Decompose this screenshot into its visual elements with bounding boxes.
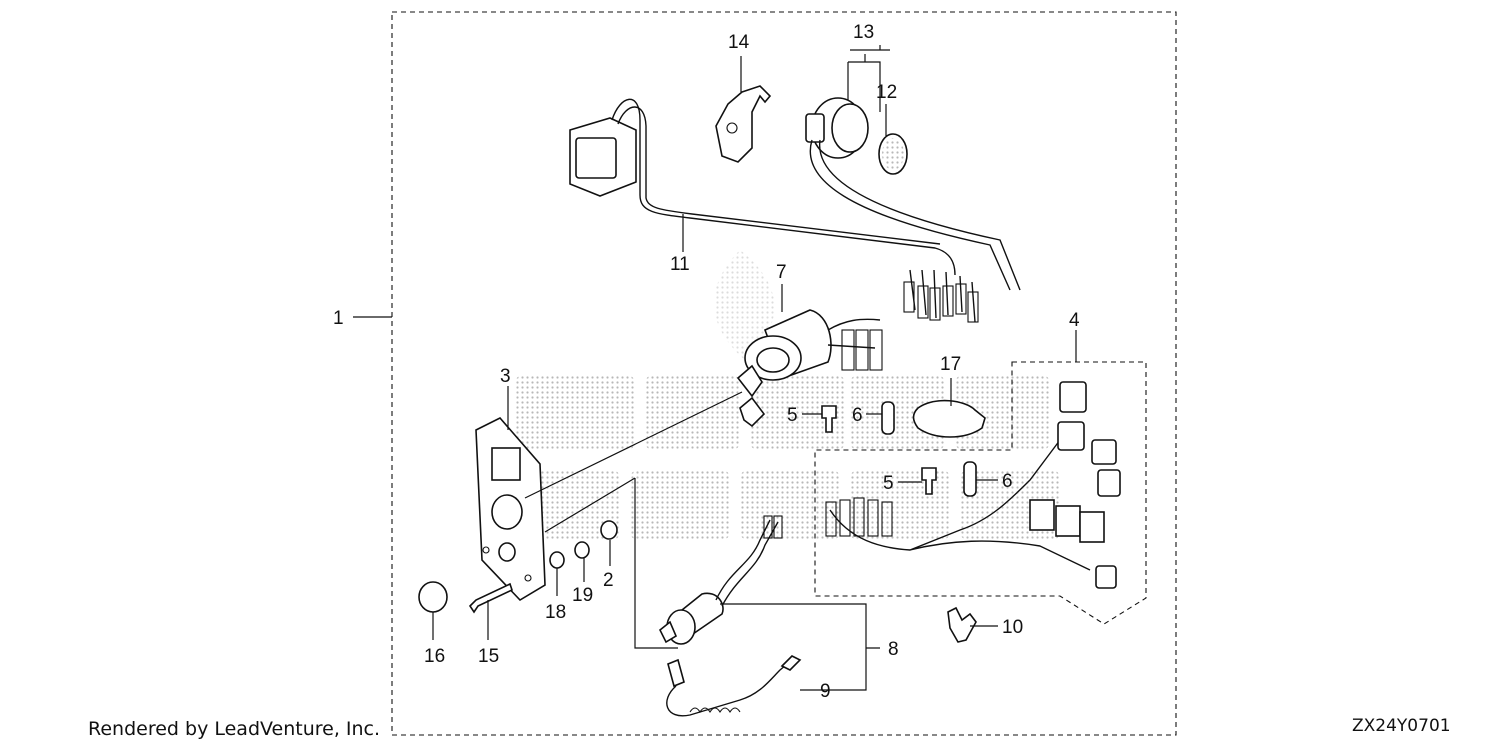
callout-19: 19	[572, 585, 593, 606]
gauge-part	[805, 97, 1021, 291]
callout-labels: 1 14 13 12 11 7 4 17 5 6 5 6 3 2 19 18 1…	[333, 22, 1080, 702]
callout-17: 17	[940, 354, 961, 375]
callout-14: 14	[728, 32, 750, 53]
callout-8: 8	[888, 639, 899, 660]
main-harness-part	[825, 381, 1121, 589]
washer-part-19	[574, 541, 590, 559]
bolt-part-5-upper	[821, 405, 837, 433]
bracket-part	[715, 85, 772, 163]
harness-subbox	[814, 361, 1147, 625]
callout-15: 15	[478, 646, 499, 667]
bolt-part-15	[468, 582, 513, 614]
callout-9: 9	[820, 681, 831, 702]
bolt-part-5-lower	[921, 467, 937, 495]
callout-13: 13	[853, 22, 874, 43]
callout-5-upper: 5	[787, 405, 798, 426]
switch-harness-part	[569, 98, 979, 323]
callout-16: 16	[424, 646, 445, 667]
ignition-switch-part	[736, 309, 883, 428]
callout-3: 3	[500, 366, 511, 387]
callout-18: 18	[545, 602, 566, 623]
leader-lines	[353, 45, 1077, 691]
assembly-frame	[391, 11, 1177, 736]
callout-6-upper: 6	[852, 405, 863, 426]
callout-1: 1	[333, 308, 344, 329]
callout-4: 4	[1069, 310, 1080, 331]
panel-part	[475, 417, 546, 602]
stop-switch-part	[658, 515, 783, 645]
callout-11: 11	[670, 254, 690, 275]
callout-5-lower: 5	[883, 473, 894, 494]
spacer-part-6-lower	[963, 461, 977, 497]
callout-12: 12	[876, 82, 897, 103]
callout-2: 2	[603, 570, 614, 591]
callout-7: 7	[776, 262, 787, 283]
rendered-by-credit: Rendered by LeadVenture, Inc.	[88, 718, 381, 740]
washer-part-18	[549, 551, 565, 569]
clip-part-10	[947, 606, 977, 643]
callout-10: 10	[1002, 617, 1023, 638]
nut-part-16	[418, 581, 448, 613]
nut-part-2	[600, 520, 618, 540]
spacer-part-6-upper	[881, 401, 895, 435]
lanyard-part	[666, 655, 802, 717]
diagram-code: ZX24Y0701	[1352, 716, 1451, 736]
clamp-part-17	[912, 399, 986, 438]
callout-6-lower: 6	[1002, 471, 1013, 492]
